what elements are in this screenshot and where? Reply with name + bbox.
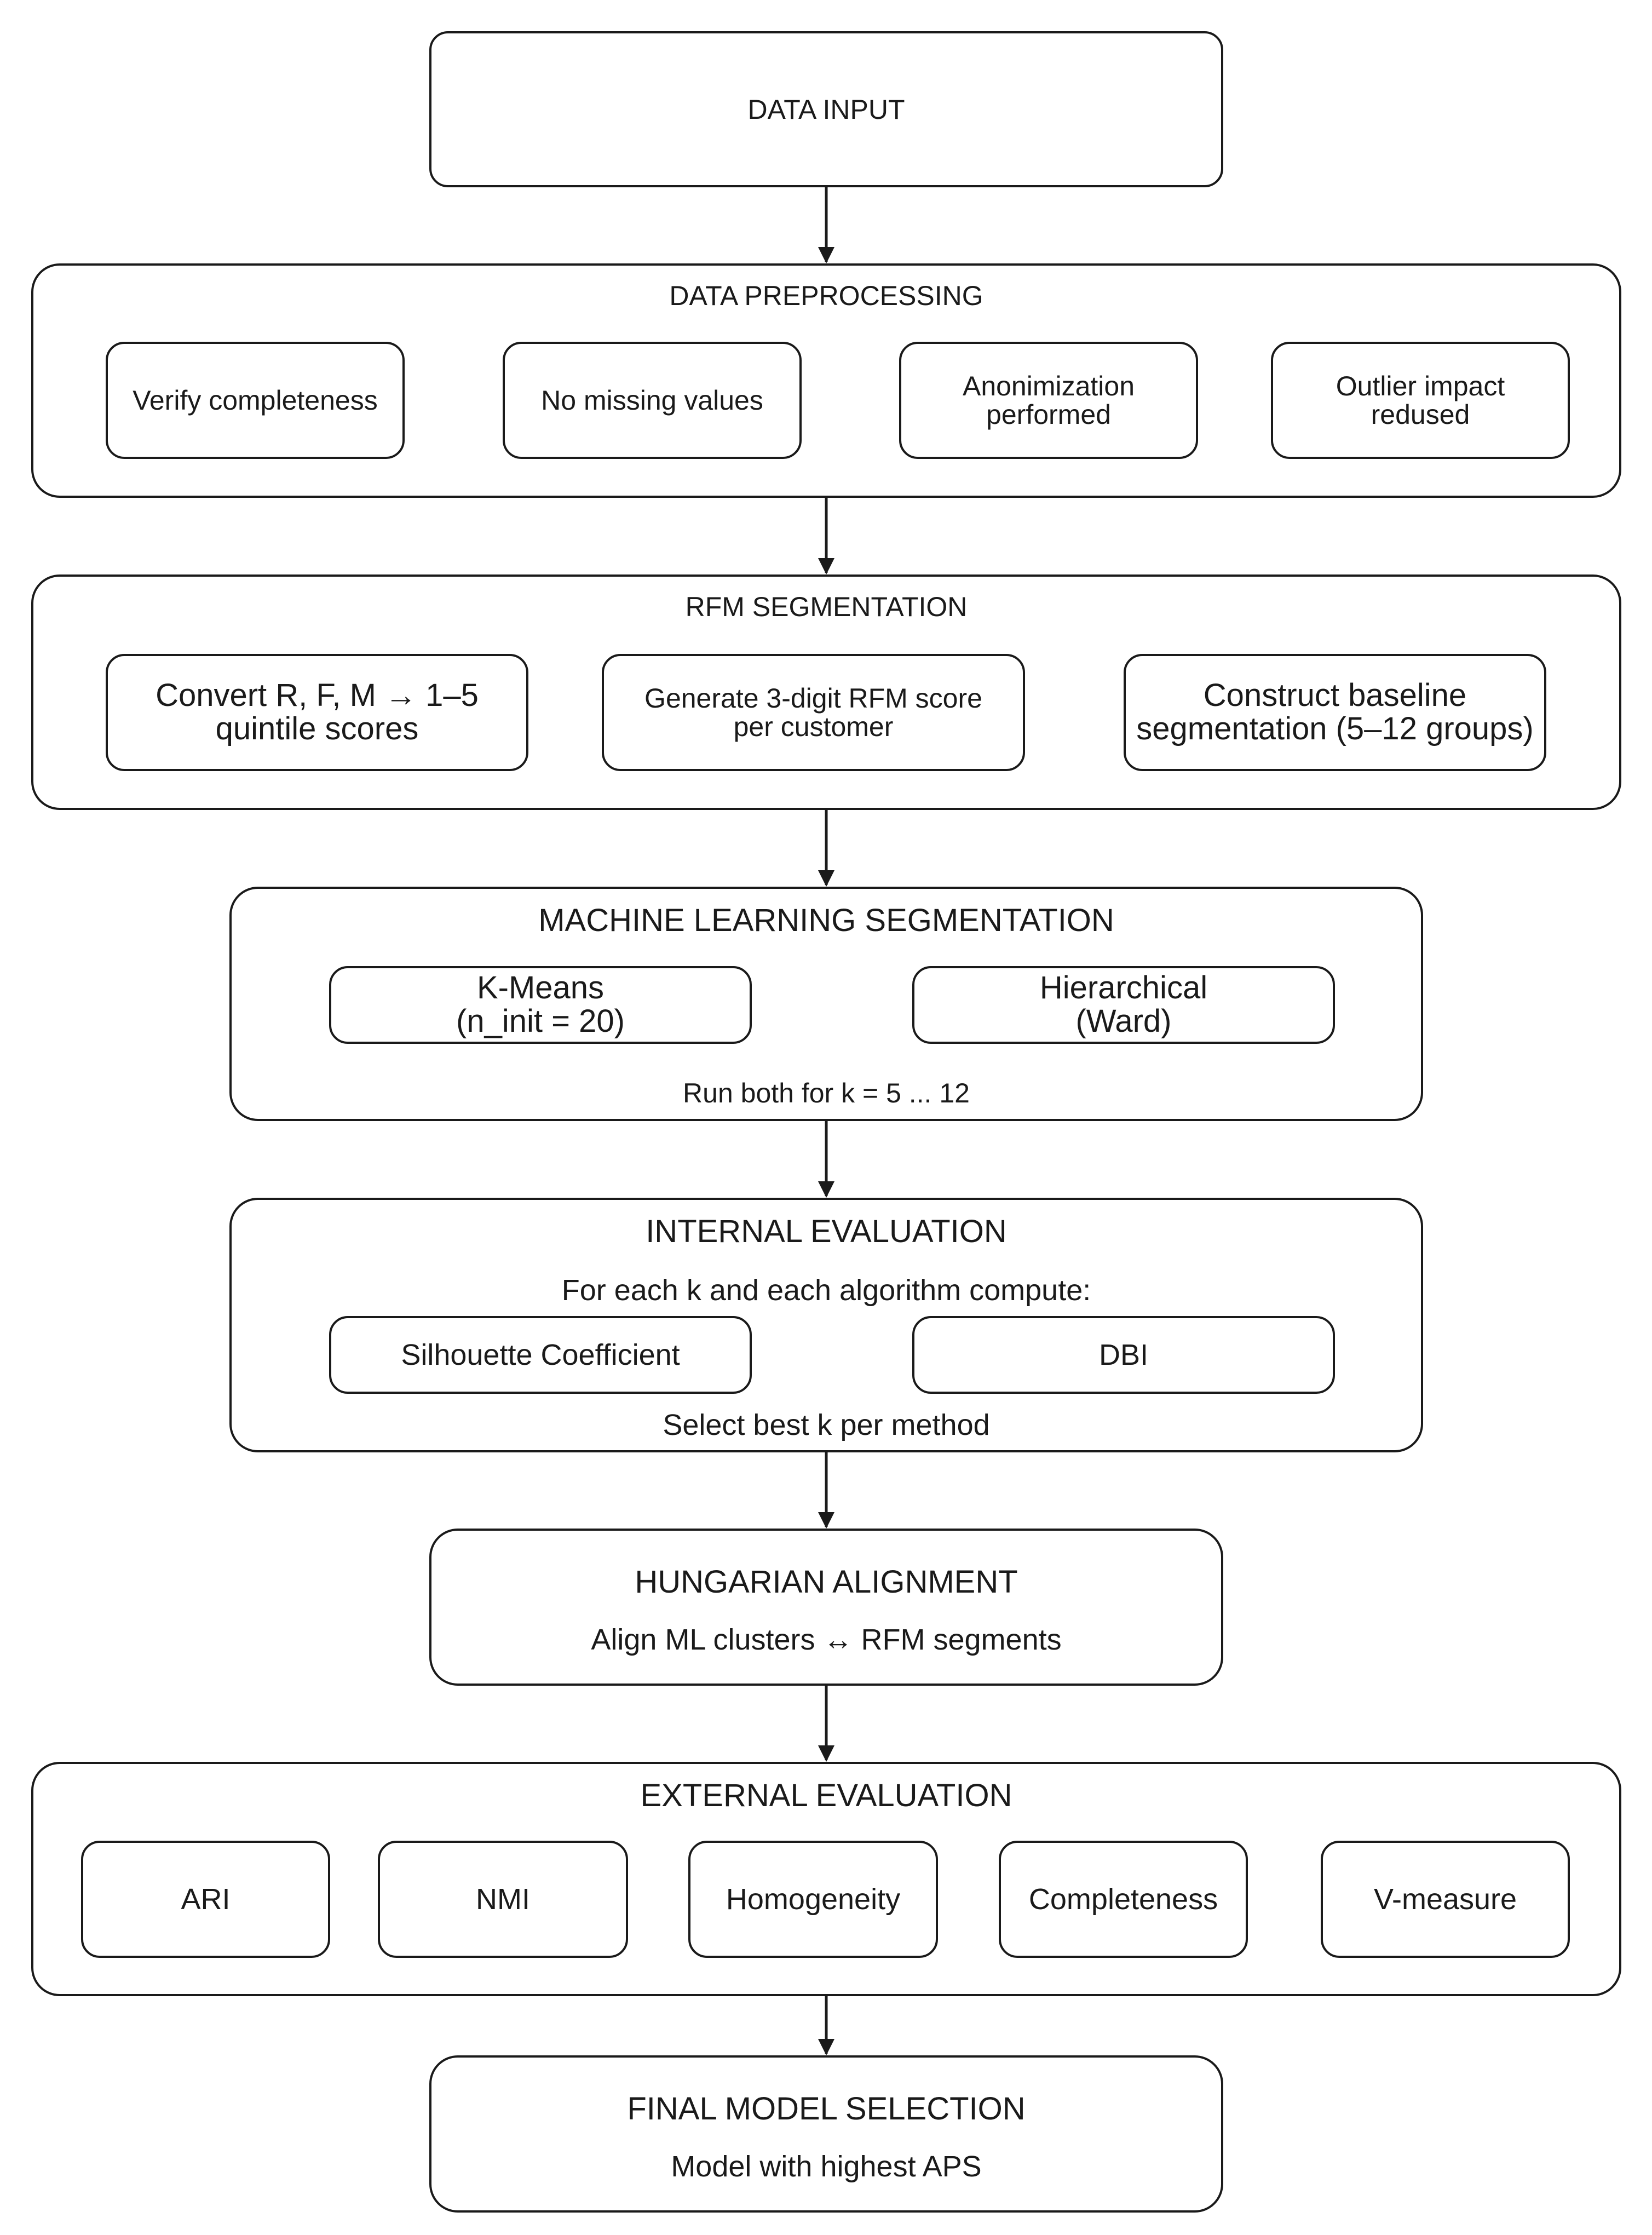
step-line-2: quintile scores: [215, 711, 419, 746]
metric-label: V-measure: [1373, 1883, 1517, 1916]
internal-note: Select best k per method: [663, 1409, 990, 1441]
rfm-step: Construct baseline segmentation (5–12 gr…: [1124, 654, 1546, 771]
ml-note: Run both for k = 5 ... 12: [683, 1078, 970, 1108]
ml-method: K-Means (n_init = 20): [329, 966, 752, 1044]
rfm-step: Convert R, F, M → 1–5 quintile scores: [106, 654, 528, 771]
step-line-1: Outlier impact: [1336, 370, 1505, 401]
metric-label: ARI: [181, 1883, 231, 1916]
hungarian-title: HUNGARIAN ALIGNMENT: [635, 1564, 1018, 1600]
metric-label: DBI: [1098, 1338, 1149, 1371]
internal-metric: Silhouette Coefficient: [329, 1316, 752, 1394]
metric-label: Completeness: [1028, 1883, 1218, 1916]
preprocessing-step: No missing values: [503, 342, 802, 459]
internal-intro: For each k and each algorithm compute:: [561, 1274, 1091, 1307]
final-box: FINAL MODEL SELECTION Model with highest…: [429, 2055, 1223, 2213]
step-line-1: Convert R, F, M → 1–5: [156, 677, 479, 714]
preprocessing-step: Anonimization performed: [899, 342, 1198, 459]
method-line-2: (Ward): [1075, 1003, 1172, 1039]
ml-method: Hierarchical (Ward): [912, 966, 1335, 1044]
final-title: FINAL MODEL SELECTION: [627, 2091, 1026, 2127]
step-line-2: redused: [1371, 399, 1470, 430]
rfm-title: RFM SEGMENTATION: [685, 591, 968, 622]
step-line-1: Generate 3-digit RFM score: [644, 682, 982, 714]
preprocessing-step: Outlier impact redused: [1271, 342, 1570, 459]
method-line-1: K-Means: [476, 970, 605, 1006]
method-line-1: Hierarchical: [1039, 970, 1208, 1006]
step-line-2: segmentation (5–12 groups): [1136, 711, 1534, 746]
metric-label: Silhouette Coefficient: [401, 1338, 680, 1371]
data-input-box: DATA INPUT: [429, 31, 1223, 187]
step-line-1: Anonimization: [962, 370, 1135, 401]
internal-metric: DBI: [912, 1316, 1335, 1394]
final-text: Model with highest APS: [671, 2150, 982, 2183]
external-metric: Homogeneity: [688, 1841, 938, 1958]
hungarian-text: Align ML clusters ↔ RFM segments: [591, 1623, 1062, 1656]
hungarian-box: HUNGARIAN ALIGNMENT Align ML clusters ↔ …: [429, 1529, 1223, 1686]
step-line-1: No missing values: [541, 384, 763, 416]
external-metric: Completeness: [999, 1841, 1248, 1958]
step-line-2: performed: [986, 399, 1111, 430]
external-metric: V-measure: [1321, 1841, 1570, 1958]
step-line-2: per customer: [733, 711, 894, 742]
step-line-1: Construct baseline: [1203, 677, 1467, 714]
metric-label: NMI: [476, 1883, 530, 1916]
data-input-title: DATA INPUT: [747, 94, 905, 125]
rfm-step: Generate 3-digit RFM score per customer: [602, 654, 1025, 771]
metric-label: Homogeneity: [726, 1883, 901, 1916]
preprocessing-step: Verify completeness: [106, 342, 405, 459]
ml-title: MACHINE LEARNING SEGMENTATION: [538, 903, 1114, 938]
external-metric: ARI: [81, 1841, 330, 1958]
step-line-1: Verify completeness: [133, 384, 378, 416]
method-line-2: (n_init = 20): [456, 1003, 625, 1039]
external-title: EXTERNAL EVALUATION: [640, 1778, 1012, 1813]
internal-title: INTERNAL EVALUATION: [646, 1214, 1007, 1249]
external-metric: NMI: [378, 1841, 628, 1958]
preprocessing-title: DATA PREPROCESSING: [669, 280, 983, 311]
